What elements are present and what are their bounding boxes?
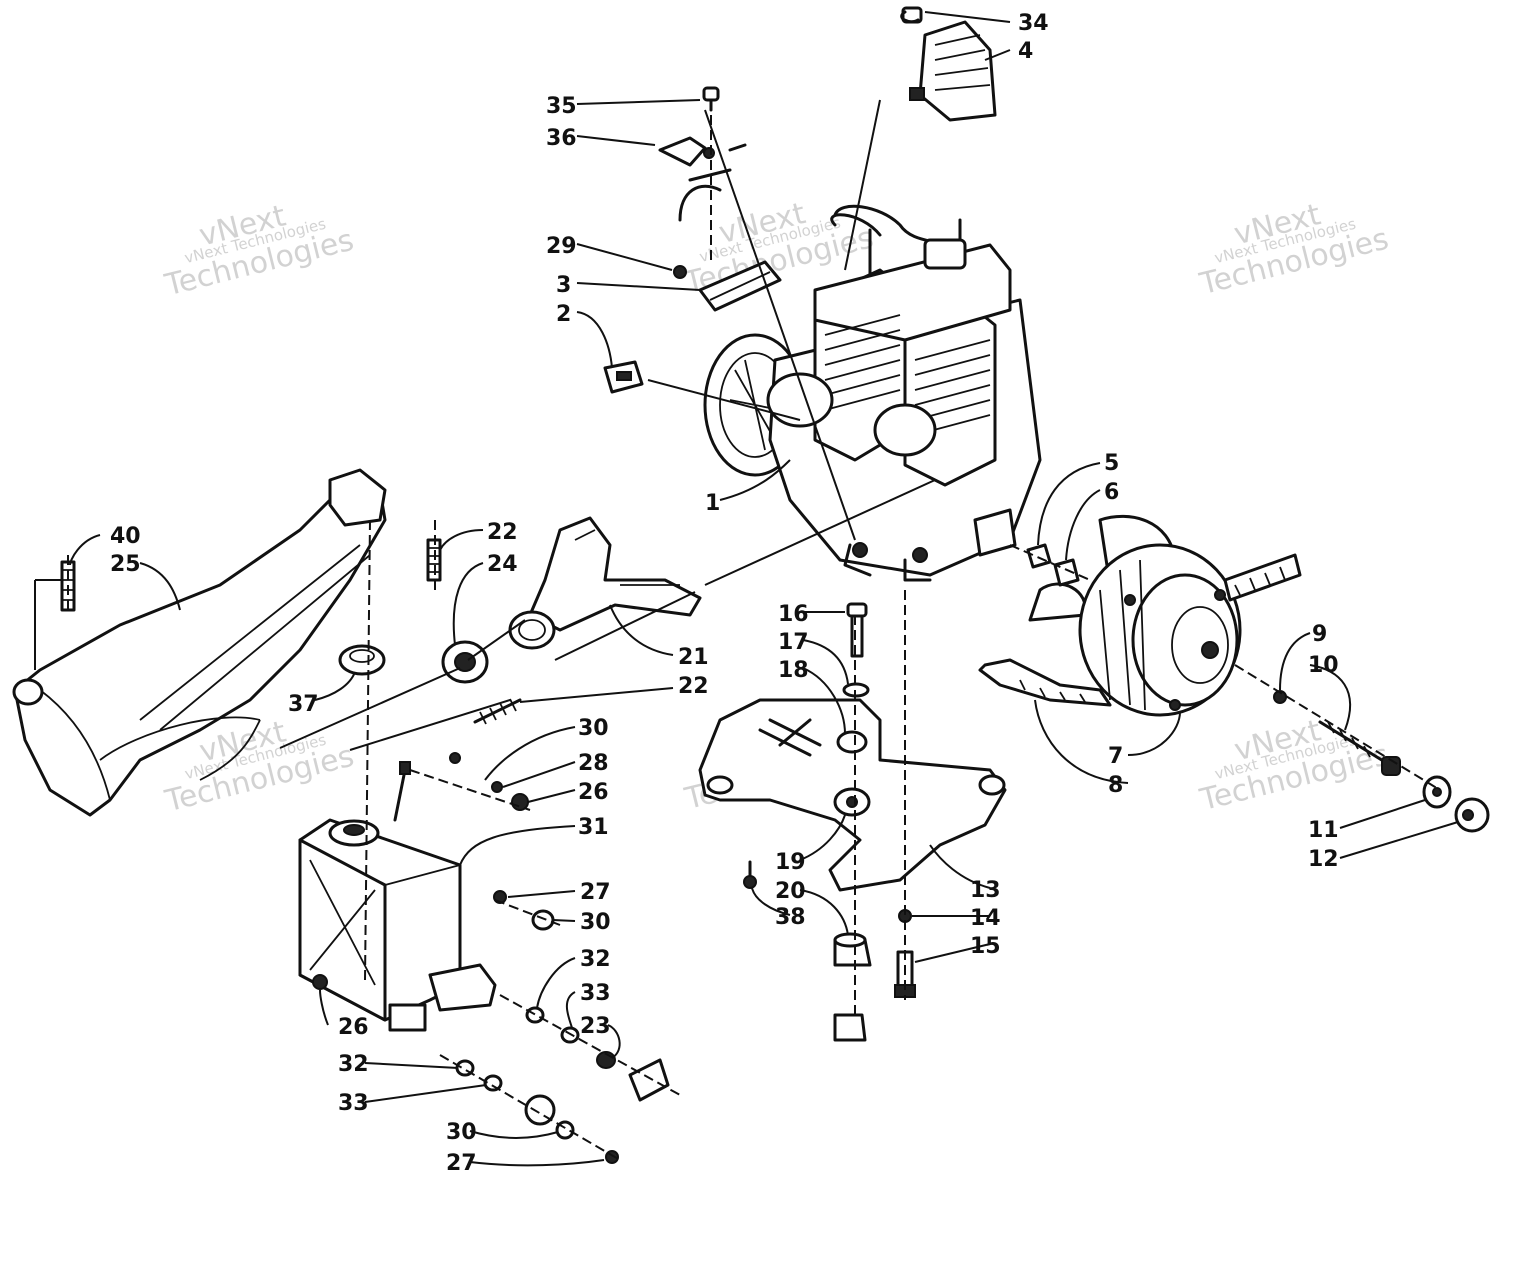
part-30-nut-top bbox=[449, 752, 461, 764]
part-19-mount bbox=[833, 787, 871, 817]
callout-4: 4 bbox=[1018, 39, 1033, 64]
callout-24: 24 bbox=[487, 552, 518, 577]
callout-14: 14 bbox=[970, 906, 1001, 931]
callout-9: 9 bbox=[1312, 622, 1327, 647]
part-30-nut-mid bbox=[531, 909, 555, 931]
part-8-drive-belt bbox=[978, 553, 1302, 707]
part-32-fitting-right bbox=[525, 1006, 545, 1024]
callout-13: 13 bbox=[970, 878, 1001, 903]
callout-30-top: 30 bbox=[578, 716, 609, 741]
callout-16: 16 bbox=[778, 602, 809, 627]
callout-30-mid: 30 bbox=[580, 910, 611, 935]
callout-32-right: 32 bbox=[580, 947, 611, 972]
part-29-fastener bbox=[673, 265, 687, 279]
outlet-flange bbox=[628, 1058, 670, 1102]
part-37-grommet bbox=[338, 644, 386, 676]
part-20-mount bbox=[833, 932, 872, 967]
callout-21: 21 bbox=[678, 645, 709, 670]
callout-34: 34 bbox=[1018, 11, 1049, 36]
callout-8: 8 bbox=[1108, 773, 1123, 798]
watermark-right-top: vNext Technologies vNext Technologies bbox=[1196, 197, 1392, 302]
callout-29: 29 bbox=[546, 234, 577, 259]
callout-15: 15 bbox=[970, 934, 1001, 959]
callout-5: 5 bbox=[1104, 451, 1119, 476]
part-5-spacer bbox=[1026, 543, 1052, 569]
part-10-bolt bbox=[1318, 720, 1401, 776]
part-28-washer bbox=[491, 781, 503, 793]
callout-18: 18 bbox=[778, 658, 809, 683]
part-4-intake-cover bbox=[909, 20, 997, 122]
watermark-right-bottom: vNext Technologies vNext Technologies bbox=[1196, 713, 1392, 818]
part-24-gasket bbox=[441, 640, 489, 684]
callout-6: 6 bbox=[1104, 480, 1119, 505]
part-2-bracket bbox=[603, 360, 644, 394]
callout-20: 20 bbox=[775, 879, 806, 904]
assembly-lines bbox=[67, 99, 1441, 1161]
part-36-gasket bbox=[658, 136, 747, 222]
callout-2: 2 bbox=[556, 302, 571, 327]
callout-35: 35 bbox=[546, 94, 577, 119]
callout-labels: 35 36 29 3 2 1 34 4 5 6 7 8 9 10 11 12 1… bbox=[110, 11, 1339, 1176]
part-3-cover bbox=[698, 260, 782, 312]
part-18-bushing bbox=[836, 730, 868, 754]
part-22-spring-bottom bbox=[473, 698, 522, 725]
callout-7: 7 bbox=[1108, 744, 1123, 769]
callout-12: 12 bbox=[1308, 847, 1339, 872]
callout-26-top: 26 bbox=[578, 780, 609, 805]
callout-27-bottom: 27 bbox=[446, 1151, 477, 1176]
mount-nut bbox=[833, 1013, 867, 1042]
engine-block bbox=[703, 204, 1042, 582]
part-7-drive-clutch bbox=[1028, 514, 1242, 717]
callout-27-top: 27 bbox=[580, 880, 611, 905]
callout-25: 25 bbox=[110, 552, 141, 577]
callout-22-top: 22 bbox=[487, 520, 518, 545]
callout-30-bottom: 30 bbox=[446, 1120, 477, 1145]
callout-36: 36 bbox=[546, 126, 577, 151]
callout-38: 38 bbox=[775, 905, 806, 930]
callout-23: 23 bbox=[580, 1014, 611, 1039]
callout-11: 11 bbox=[1308, 818, 1339, 843]
callout-32-left: 32 bbox=[338, 1052, 369, 1077]
callout-26-bottom: 26 bbox=[338, 1015, 369, 1040]
part-16-bolt bbox=[846, 602, 868, 658]
watermark-left-top: vNext Technologies vNext Technologies bbox=[161, 198, 357, 303]
part-38-bolt bbox=[743, 860, 757, 889]
callout-leaders bbox=[34, 11, 1459, 1167]
callout-19: 19 bbox=[775, 850, 806, 875]
callout-10: 10 bbox=[1308, 653, 1339, 678]
callout-28: 28 bbox=[578, 751, 609, 776]
part-6-spacer bbox=[1053, 558, 1080, 587]
callout-3: 3 bbox=[556, 273, 571, 298]
part-33-clamp-left bbox=[483, 1074, 503, 1092]
callout-33-left: 33 bbox=[338, 1091, 369, 1116]
part-31-oil-tank bbox=[298, 761, 497, 1032]
callout-17: 17 bbox=[778, 630, 809, 655]
part-21-exhaust-manifold bbox=[508, 516, 702, 650]
callout-33-right: 33 bbox=[580, 981, 611, 1006]
part-12-cap bbox=[1454, 797, 1490, 833]
callout-40: 40 bbox=[110, 524, 141, 549]
part-34-clip bbox=[900, 6, 923, 24]
callout-31: 31 bbox=[578, 815, 609, 840]
part-26-grommet-bottom bbox=[312, 974, 328, 990]
callout-37: 37 bbox=[288, 692, 319, 717]
part-25-expansion-chamber bbox=[12, 468, 387, 817]
callout-22-bottom: 22 bbox=[678, 674, 709, 699]
callout-1: 1 bbox=[705, 491, 720, 516]
